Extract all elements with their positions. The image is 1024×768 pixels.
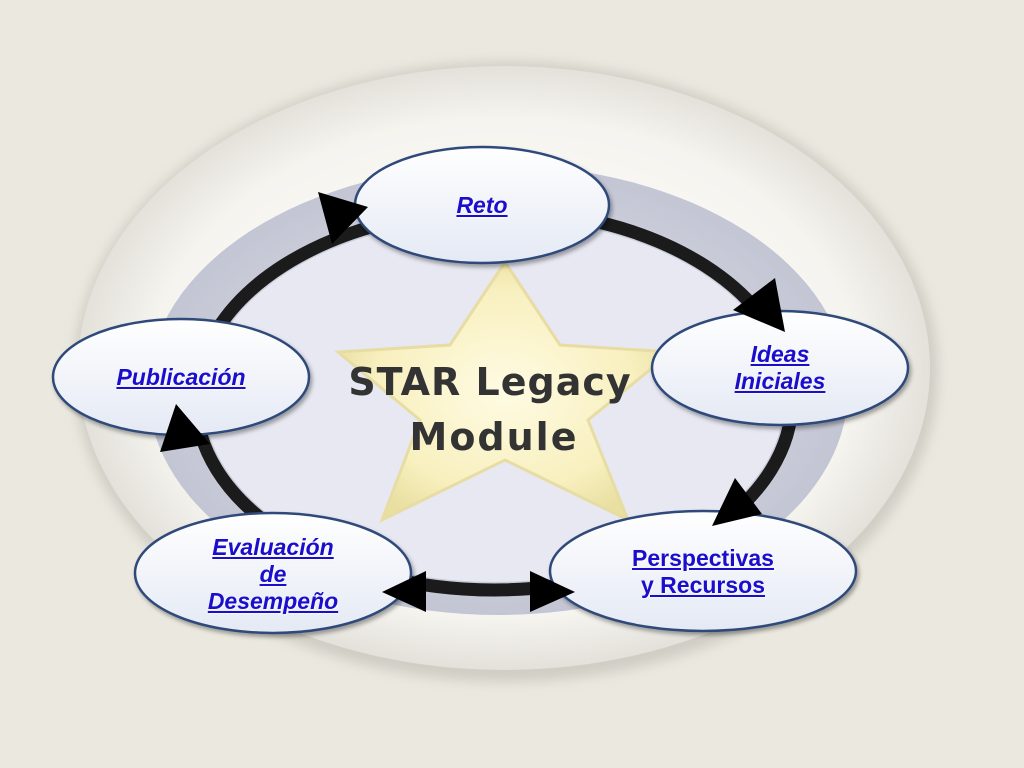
module-title-line2: Module (410, 415, 579, 459)
node-reto[interactable]: Reto (382, 185, 582, 225)
arrowhead-to-perspectivas (712, 478, 762, 526)
node-evaluacion-line2: de (259, 560, 287, 587)
node-perspectivas-line2: y Recursos (640, 572, 765, 598)
arrowhead-to-reto (318, 192, 368, 244)
node-perspectivas[interactable]: Perspectivas y Recursos (583, 540, 823, 604)
node-perspectivas-link[interactable]: Perspectivas y Recursos (632, 545, 774, 599)
arrowhead-to-ideas (733, 278, 785, 332)
node-evaluacion-line3: Desempeño (207, 587, 339, 614)
module-title-line1: STAR Legacy (348, 360, 631, 404)
node-evaluacion-link[interactable]: Evaluación de Desempeño (208, 534, 338, 615)
node-perspectivas-shape[interactable] (548, 509, 858, 633)
node-ideas-link[interactable]: Ideas Iniciales (735, 341, 826, 395)
star-shape (334, 259, 676, 524)
node-evaluacion-line1: Evaluación (212, 533, 334, 560)
node-ideas-iniciales[interactable]: Ideas Iniciales (680, 336, 880, 400)
arrowhead-evaluacion-right (382, 571, 426, 612)
node-publicacion-link[interactable]: Publicación (116, 363, 246, 390)
node-evaluacion-shape[interactable] (133, 511, 413, 635)
node-reto-link[interactable]: Reto (456, 191, 508, 218)
node-perspectivas-line1: Perspectivas (632, 545, 774, 571)
arrowhead-perspectivas-left (530, 571, 575, 612)
node-evaluacion[interactable]: Evaluación de Desempeño (163, 527, 383, 621)
node-ideas-line1: Ideas (750, 341, 810, 367)
arrowhead-to-publicacion (160, 404, 210, 452)
node-ideas-line2: Iniciales (734, 368, 826, 394)
node-publicacion[interactable]: Publicación (81, 357, 281, 397)
